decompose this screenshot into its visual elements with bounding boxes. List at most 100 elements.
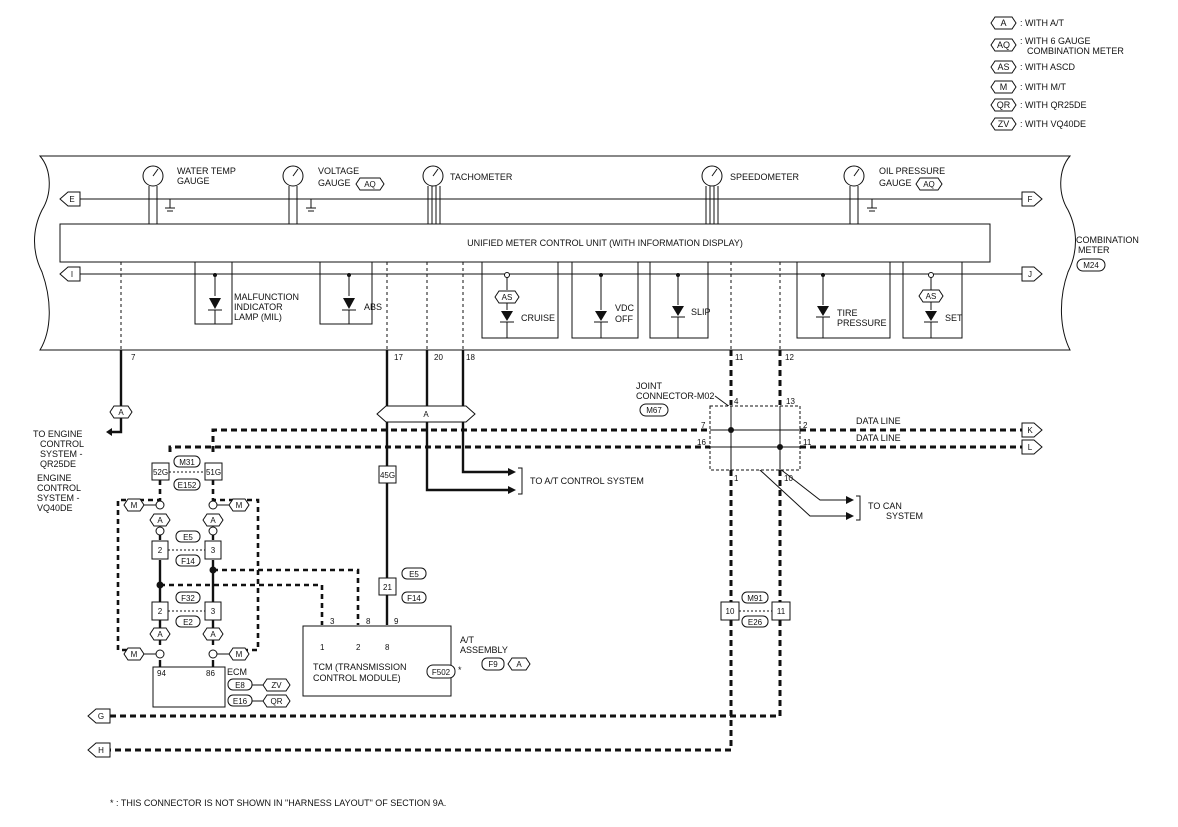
svg-text:VDC: VDC bbox=[615, 303, 635, 313]
gauge-label: TACHOMETER bbox=[450, 172, 513, 182]
a-tags-upper: A A bbox=[149, 513, 224, 536]
voltage-gauge: VOLTAGE GAUGE AQ bbox=[282, 165, 385, 224]
tcm-pin: 1 bbox=[320, 643, 325, 652]
offpage-arrow-i: I bbox=[59, 266, 81, 282]
gauge-label: OIL PRESSURE bbox=[879, 166, 945, 176]
tcm-pin: 2 bbox=[356, 643, 361, 652]
meter-connector-tag: M24 bbox=[1076, 258, 1106, 272]
vdc-off-lamp: VDC OFF bbox=[571, 262, 639, 339]
svg-text:H: H bbox=[98, 746, 104, 755]
m-tag-lower-left: M bbox=[123, 647, 156, 661]
svg-text:E16: E16 bbox=[233, 697, 248, 706]
legend-item-m: M : WITH M/T bbox=[990, 80, 1066, 94]
m-tag-lower-right: M bbox=[217, 647, 250, 661]
m-tag-upper-left: M bbox=[123, 498, 165, 512]
svg-text:TO CAN: TO CAN bbox=[868, 501, 902, 511]
svg-text:TIRE: TIRE bbox=[837, 308, 858, 318]
legend-text-cont: COMBINATION METER bbox=[1027, 46, 1124, 56]
svg-text:CONNECTOR-M02: CONNECTOR-M02 bbox=[636, 391, 714, 401]
meter-pin: 20 bbox=[434, 353, 443, 362]
svg-text:21: 21 bbox=[383, 583, 392, 592]
legend-text: : WITH QR25DE bbox=[1020, 100, 1087, 110]
svg-text:E8: E8 bbox=[235, 681, 245, 690]
connector-21: 21 E5 F14 bbox=[378, 567, 427, 604]
svg-text:SLIP: SLIP bbox=[691, 307, 711, 317]
legend-text: : WITH M/T bbox=[1020, 82, 1066, 92]
legend-item-aq: AQ : WITH 6 GAUGE COMBINATION METER bbox=[990, 36, 1124, 56]
speedometer-gauge: SPEEDOMETER bbox=[701, 165, 800, 224]
svg-text:M: M bbox=[131, 501, 138, 510]
legend-item-qr: QR : WITH QR25DE bbox=[990, 98, 1087, 112]
svg-text:CONTROL MODULE): CONTROL MODULE) bbox=[313, 673, 401, 683]
control-unit-label: UNIFIED METER CONTROL UNIT (WITH INFORMA… bbox=[467, 238, 743, 248]
tcm-wire-pin: 3 bbox=[330, 617, 335, 626]
svg-text:G: G bbox=[98, 712, 104, 721]
svg-text:E2: E2 bbox=[183, 618, 193, 627]
svg-text:QR25DE: QR25DE bbox=[40, 459, 76, 469]
gauge-label: WATER TEMP bbox=[177, 166, 236, 176]
m-tag-upper-right: M bbox=[208, 498, 250, 512]
svg-text:10: 10 bbox=[726, 607, 735, 616]
svg-text:A: A bbox=[210, 630, 216, 639]
svg-text:CONTROL: CONTROL bbox=[37, 483, 81, 493]
legend-code: AS bbox=[997, 62, 1009, 72]
gauge-label: GAUGE bbox=[318, 178, 351, 188]
abs-lamp: ABS bbox=[319, 262, 382, 325]
m31-e152-connector: 52G 51G M31 E152 bbox=[151, 455, 223, 491]
svg-text:13: 13 bbox=[786, 397, 795, 406]
svg-text:A: A bbox=[157, 516, 163, 525]
svg-text:52G: 52G bbox=[153, 468, 168, 477]
svg-text:2: 2 bbox=[158, 546, 163, 555]
slip-lamp: SLIP bbox=[649, 262, 711, 339]
svg-text:16: 16 bbox=[697, 438, 706, 447]
svg-text:E: E bbox=[69, 195, 74, 204]
unified-meter-control-unit bbox=[59, 223, 991, 263]
svg-text:J: J bbox=[1028, 270, 1032, 279]
aq-tag: AQ bbox=[364, 180, 376, 189]
svg-text:E5: E5 bbox=[409, 570, 419, 579]
svg-text:2: 2 bbox=[803, 421, 808, 430]
tcm-pin: 8 bbox=[385, 643, 390, 652]
data-line-k: DATA LINE K bbox=[856, 416, 1043, 438]
meter-name-line1: COMBINATION bbox=[1076, 235, 1139, 245]
svg-text:M31: M31 bbox=[179, 458, 195, 467]
svg-text:11: 11 bbox=[803, 438, 812, 447]
gauge-label: VOLTAGE bbox=[318, 166, 359, 176]
svg-text:3: 3 bbox=[211, 546, 216, 555]
wires bbox=[106, 350, 1022, 752]
set-lamp: AS SET bbox=[902, 262, 963, 339]
svg-text:SYSTEM -: SYSTEM - bbox=[37, 493, 80, 503]
svg-text:I: I bbox=[71, 270, 73, 279]
svg-text:A: A bbox=[157, 630, 163, 639]
svg-text:2: 2 bbox=[158, 607, 163, 616]
offpage-arrow-j: J bbox=[1021, 266, 1043, 282]
legend-text: : WITH ASCD bbox=[1020, 62, 1076, 72]
a-tags-lower: A A bbox=[149, 627, 224, 659]
svg-text:M: M bbox=[236, 501, 243, 510]
svg-text:AS: AS bbox=[502, 293, 513, 302]
to-engine-qr-label: TO ENGINE CONTROL SYSTEM - QR25DE bbox=[33, 429, 84, 469]
legend: A : WITH A/T AQ : WITH 6 GAUGE COMBINATI… bbox=[990, 16, 1124, 131]
svg-text:F14: F14 bbox=[181, 557, 195, 566]
tire-pressure-lamp: TIRE PRESSURE bbox=[796, 262, 891, 339]
meter-pin: 11 bbox=[735, 353, 744, 362]
at-tag-engine: A bbox=[109, 405, 133, 419]
svg-text:SYSTEM -: SYSTEM - bbox=[40, 449, 83, 459]
footnote: * : THIS CONNECTOR IS NOT SHOWN IN "HARN… bbox=[110, 798, 446, 808]
svg-text:4: 4 bbox=[734, 397, 739, 406]
svg-text:ECM: ECM bbox=[227, 667, 247, 677]
tcm-wire-pin: 9 bbox=[394, 617, 399, 626]
svg-text:ZV: ZV bbox=[271, 681, 282, 690]
tcm: 3 8 9 1 2 8 TCM (TRANSMISSION CONTROL MO… bbox=[302, 617, 531, 697]
to-can-label: TO CAN SYSTEM bbox=[856, 495, 923, 521]
offpage-arrow-h: H bbox=[87, 742, 111, 758]
offpage-arrow-g: G bbox=[87, 708, 111, 724]
svg-text:M67: M67 bbox=[646, 406, 662, 415]
tcm-wire-pin: 8 bbox=[366, 617, 371, 626]
legend-code: A bbox=[1000, 18, 1006, 28]
gauge-label: SPEEDOMETER bbox=[730, 172, 800, 182]
svg-text:M: M bbox=[236, 650, 243, 659]
svg-text:E26: E26 bbox=[748, 618, 763, 627]
m91-e26-connector: 10 11 M91 E26 bbox=[720, 591, 791, 628]
